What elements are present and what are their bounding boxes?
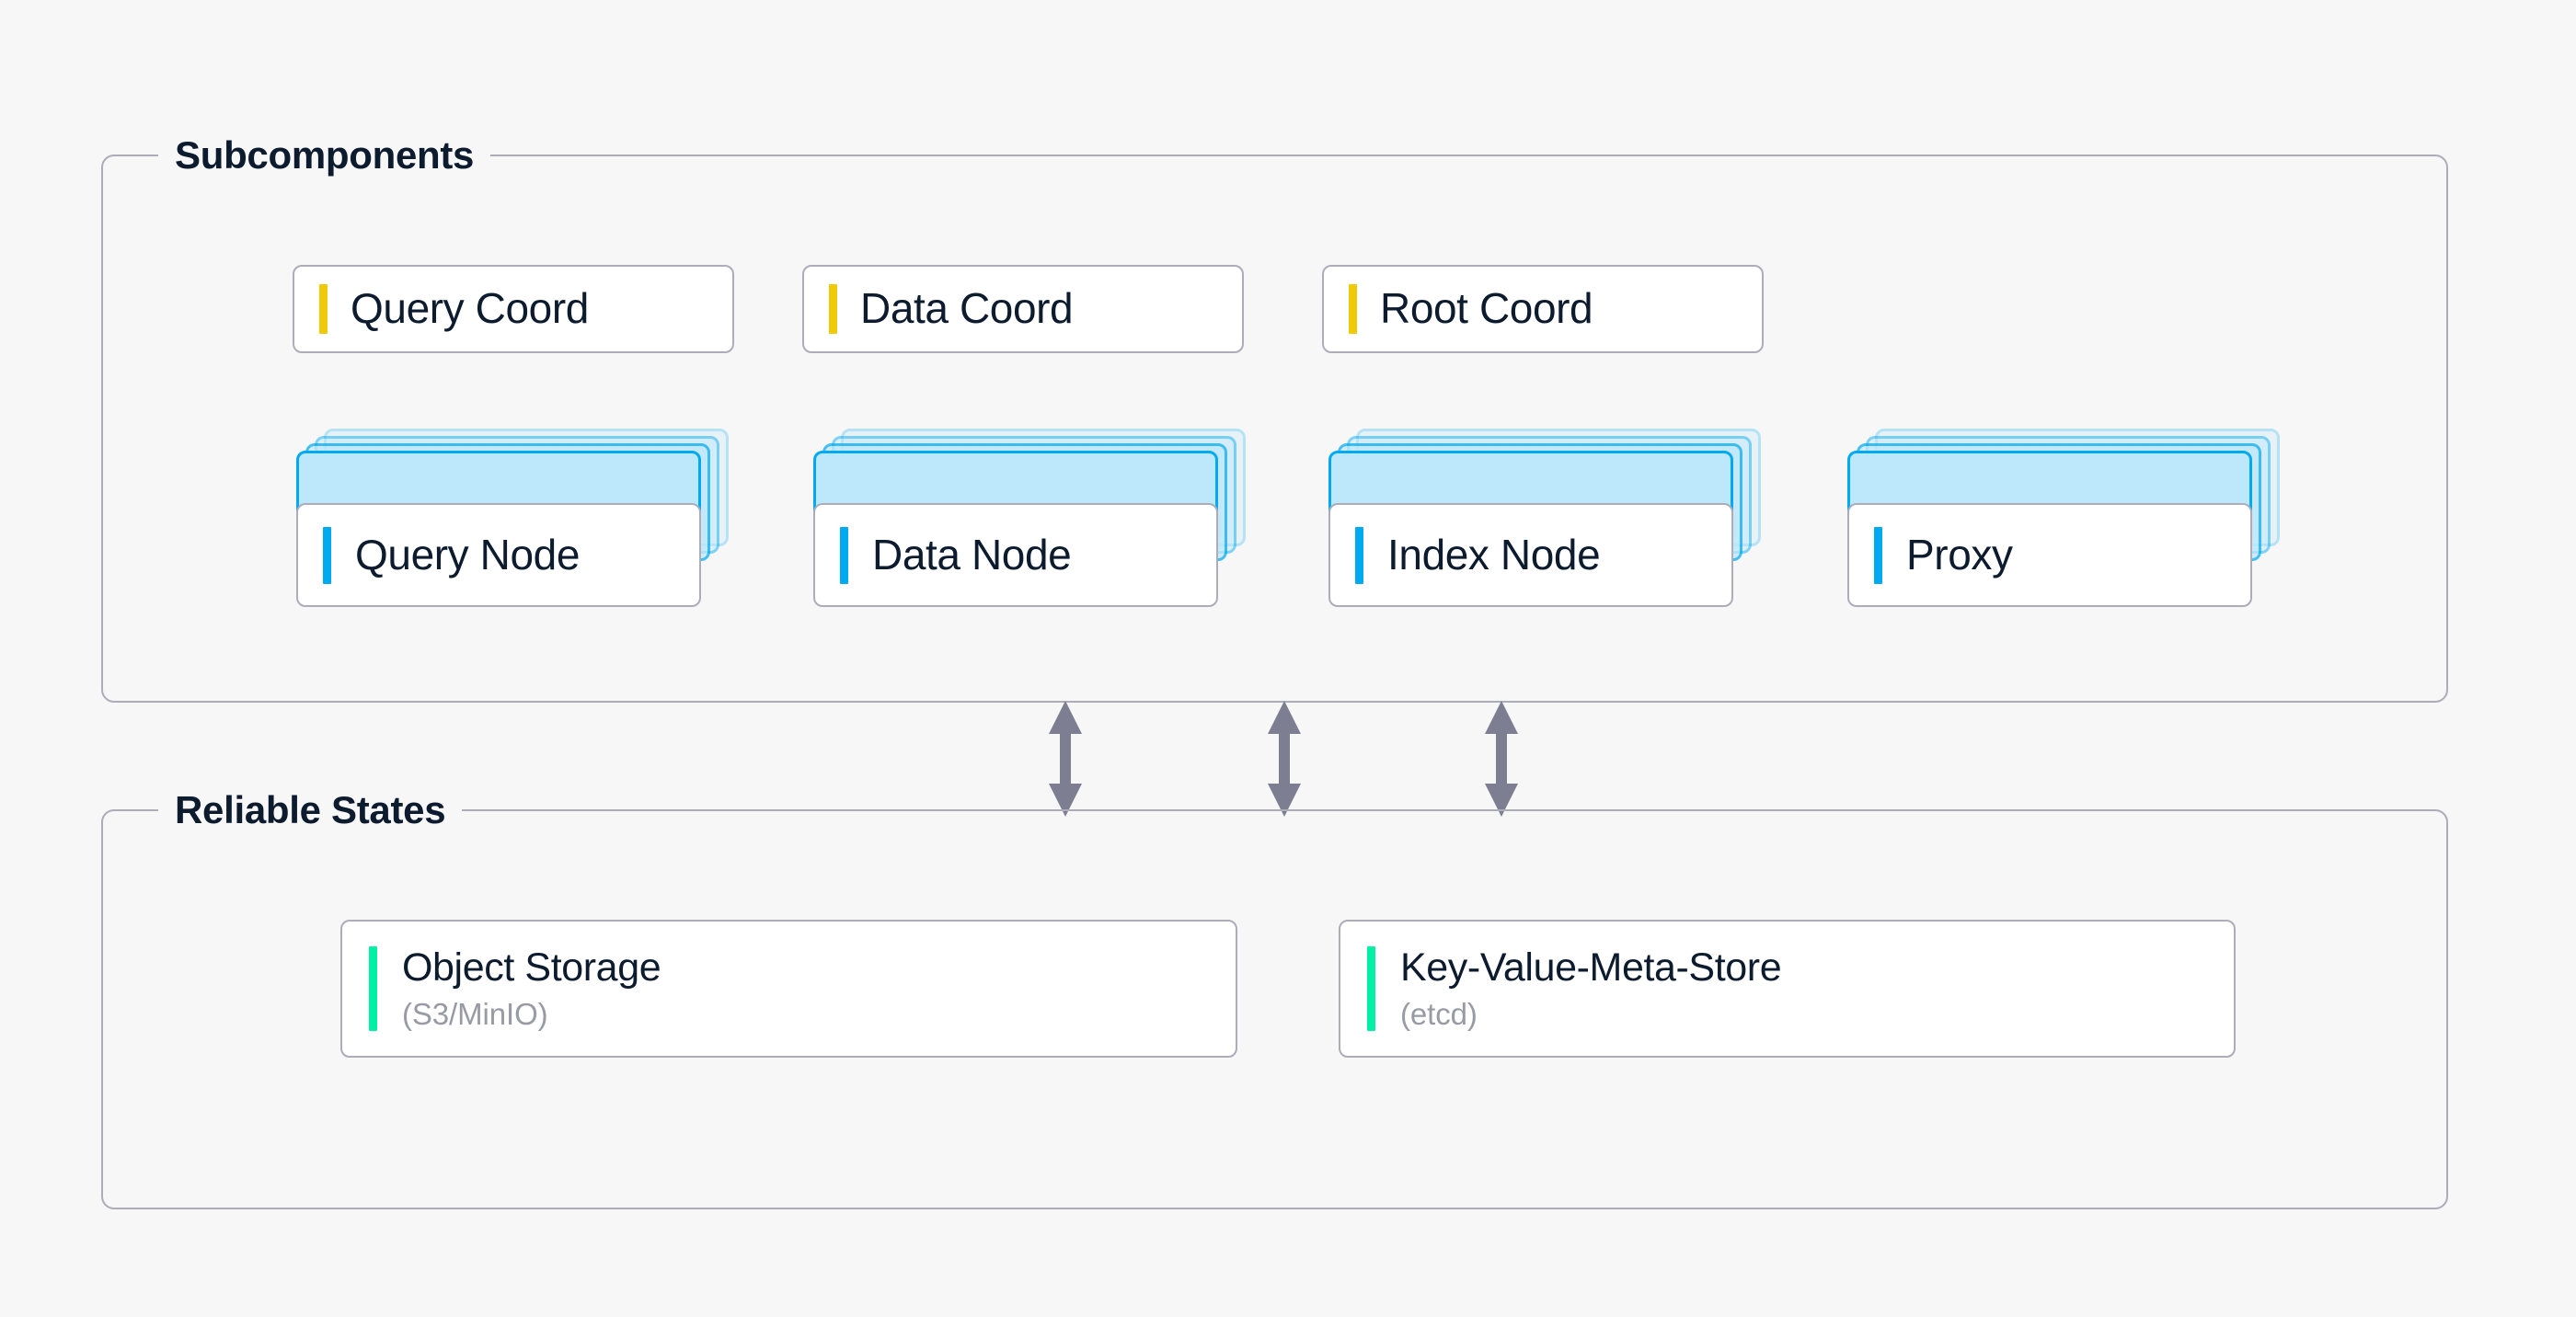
accent-bar-coordinator-icon xyxy=(1349,284,1357,334)
card-title: Query Node xyxy=(355,530,581,578)
card-title: Index Node xyxy=(1387,530,1601,578)
card-key-value-meta-store[interactable]: Key-Value-Meta-Store (etcd) xyxy=(1339,920,2236,1058)
card-data-coord[interactable]: Data Coord xyxy=(802,265,1244,353)
card-title: Proxy xyxy=(1906,530,2013,578)
connector-arrow-1 xyxy=(1041,699,1089,819)
stack-data-node: Data Node xyxy=(813,429,1246,607)
connector-arrow-2 xyxy=(1260,699,1308,819)
card-title: Key-Value-Meta-Store xyxy=(1400,945,1782,991)
card-proxy[interactable]: Proxy xyxy=(1847,503,2252,607)
double-headed-arrow-vertical-icon xyxy=(1268,701,1301,817)
double-headed-arrow-vertical-icon xyxy=(1049,701,1082,817)
connector-arrow-3 xyxy=(1478,699,1525,819)
card-text: Data Coord xyxy=(837,284,1074,333)
accent-bar-coordinator-icon xyxy=(829,284,837,334)
accent-bar-storage-icon xyxy=(369,946,377,1031)
stack-index-node: Index Node xyxy=(1328,429,1761,607)
group-reliable-states: Reliable States xyxy=(101,784,2448,1209)
card-subtitle: (etcd) xyxy=(1400,996,1478,1031)
accent-bar-node-icon xyxy=(323,526,331,584)
card-root-coord[interactable]: Root Coord xyxy=(1322,265,1764,353)
stack-proxy: Proxy xyxy=(1847,429,2280,607)
group-subcomponents: Subcomponents xyxy=(101,129,2448,703)
accent-bar-storage-icon xyxy=(1367,946,1375,1031)
card-data-node[interactable]: Data Node xyxy=(813,503,1218,607)
group-reliable-states-legend: Reliable States xyxy=(158,784,463,837)
group-subcomponents-legend: Subcomponents xyxy=(158,129,491,182)
accent-bar-node-icon xyxy=(1355,526,1363,584)
card-text: Index Node xyxy=(1363,530,1601,578)
card-text: Query Coord xyxy=(328,284,589,333)
card-title: Data Coord xyxy=(860,284,1074,333)
card-title: Query Coord xyxy=(351,284,589,333)
card-text: Key-Value-Meta-Store (etcd) xyxy=(1400,945,1782,1031)
card-subtitle: (S3/MinIO) xyxy=(402,996,548,1031)
card-text: Object Storage (S3/MinIO) xyxy=(402,946,661,1031)
card-index-node[interactable]: Index Node xyxy=(1328,503,1733,607)
accent-bar-coordinator-icon xyxy=(319,284,328,334)
card-title: Root Coord xyxy=(1380,284,1593,333)
card-text: Data Node xyxy=(848,530,1072,578)
card-query-node[interactable]: Query Node xyxy=(296,503,701,607)
stack-query-node: Query Node xyxy=(296,429,729,607)
card-title: Object Storage xyxy=(402,945,661,991)
double-headed-arrow-vertical-icon xyxy=(1485,701,1518,817)
card-object-storage[interactable]: Object Storage (S3/MinIO) xyxy=(340,920,1237,1058)
card-text: Proxy xyxy=(1882,530,2013,578)
accent-bar-node-icon xyxy=(1874,526,1882,584)
card-text: Query Node xyxy=(331,530,581,578)
accent-bar-node-icon xyxy=(840,526,848,584)
card-title: Data Node xyxy=(872,530,1072,578)
card-query-coord[interactable]: Query Coord xyxy=(293,265,734,353)
card-text: Root Coord xyxy=(1357,284,1593,333)
